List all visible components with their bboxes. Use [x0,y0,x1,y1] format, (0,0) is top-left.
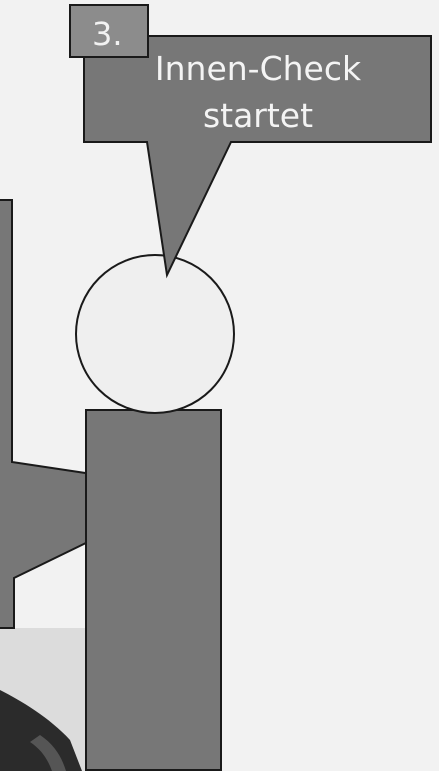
figure-head [76,255,234,413]
bubble-title-line2: startet [203,96,313,135]
bubble-title-line1: Innen-Check [155,49,362,88]
figure-body [86,410,221,770]
step-number: 3. [92,15,123,53]
